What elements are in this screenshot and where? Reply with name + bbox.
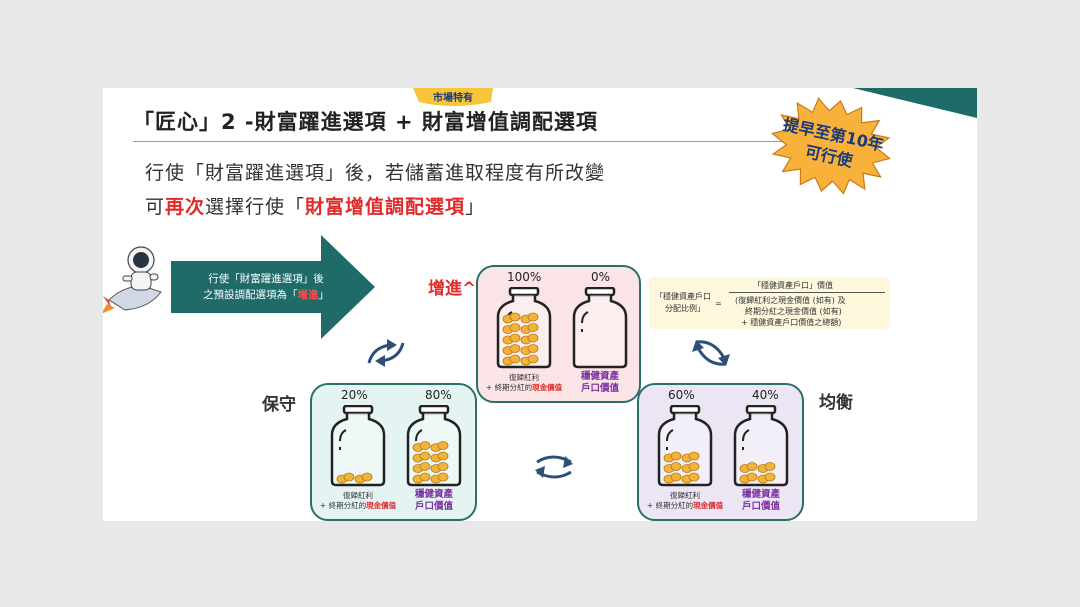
formula-numerator: 「穩健資產戶口」價值 (753, 281, 833, 290)
coin-stack-icon (354, 472, 373, 484)
option-label-balanced: 均衡 (819, 393, 853, 413)
option-label-aggressive: 增進^ (428, 279, 477, 299)
cash-value-jar (496, 287, 552, 369)
coin-stack-icon (502, 354, 521, 366)
coin-stack-icon (412, 472, 431, 484)
coin-stack-icon (502, 323, 521, 334)
caption-line-2: + 終期分紅的現金價值 (485, 383, 563, 392)
caption-line-1: 復歸紅利 (343, 491, 373, 500)
stable-asset-jar (572, 287, 628, 369)
coin-stack-icon (681, 451, 700, 463)
option-panel-conservative (310, 383, 477, 521)
caption-line-1: 復歸紅利 (670, 491, 700, 500)
coin-stack-icon (412, 462, 431, 473)
formula-denominator-line-3: + 穩健資產戶口價值之總額) (741, 318, 842, 327)
coin-stack-icon (757, 462, 776, 473)
coin-stack-icon (663, 472, 682, 484)
coin-stack-icon (430, 472, 449, 484)
default-option-arrow (171, 235, 375, 339)
coin-stack-icon (739, 472, 758, 484)
coin-stack-icon (336, 472, 355, 484)
coin-stack-icon (502, 333, 521, 345)
formula-left-line-2: 分配比例」 (665, 304, 705, 313)
caption-line-1: 復歸紅利 (509, 373, 539, 382)
stable-asset-caption: 穩健資產戶口價值 (580, 371, 619, 394)
coin-stack-icon (520, 323, 539, 334)
cycle-arrows-icon (692, 340, 730, 366)
coin-stack-icon (520, 312, 539, 324)
title-divider (133, 141, 833, 142)
allocation-ratio-formula: 「穩健資產戶口 分配比例」 = 「穩健資產戶口」價值 (復歸紅利之現金價值 (如… (649, 277, 890, 329)
caption-line-2: + 終期分紅的現金價值 (646, 501, 724, 510)
page-title: 「匠心」2 -財富躍進選項 + 財富增值調配選項 (133, 110, 598, 134)
stable-asset-jar (733, 405, 789, 487)
cash-value-jar (657, 405, 713, 487)
astronaut-rocket-illustration (103, 246, 162, 314)
arrow-caption: 行使「財富躍進選項」後 之預設調配選項為「增進」 (181, 271, 351, 303)
arrow-caption-line-1: 行使「財富躍進選項」後 (208, 273, 324, 285)
subtitle-line-1: 行使「財富躍進選項」後，若儲蓄進取程度有所改變 (145, 162, 606, 184)
coin-stack-icon (430, 441, 449, 452)
stable-asset-jar (406, 405, 462, 487)
coin-stack-icon (502, 312, 521, 324)
coin-stack-icon (663, 462, 682, 473)
option-panel-balanced (637, 383, 804, 521)
formula-denominator-line-1: (復歸紅利之現金價值 (如有) 及 (735, 296, 846, 305)
subtitle-line-2: 可再次選擇行使「財富增值調配選項」 (145, 196, 486, 218)
coin-stack-icon (663, 451, 682, 463)
coin-stack-icon (520, 344, 539, 355)
coin-stack-icon (412, 441, 431, 452)
corner-band-decoration (853, 88, 977, 118)
coin-stack-icon (430, 451, 449, 463)
coin-stack-icon (681, 472, 700, 484)
cycle-arrows-icon (535, 455, 573, 479)
option-label-conservative: 保守 (262, 395, 296, 415)
cycle-arrows-icon (367, 339, 405, 367)
formula-denominator-line-2: 終期分紅之現金價值 (如有) (745, 307, 842, 316)
jar-percentage-right: 0% (591, 270, 611, 284)
coin-stack-icon (520, 333, 539, 345)
coin-stack-icon (520, 354, 539, 366)
stable-asset-caption: 穩健資產戶口價值 (414, 489, 453, 512)
coin-stack-icon (412, 451, 431, 463)
formula-equals: = (715, 299, 722, 308)
jar-percentage-left: 60% (668, 388, 695, 402)
stable-asset-caption: 穩健資產戶口價值 (741, 489, 780, 512)
coin-stack-icon (757, 472, 776, 484)
jar-percentage-left: 100% (507, 270, 542, 284)
caption-line-2: + 終期分紅的現金價值 (319, 501, 397, 510)
cash-value-jar (330, 405, 386, 487)
market-badge-text: 市場特有 (433, 93, 473, 104)
coin-stack-icon (739, 462, 758, 473)
coin-stack-icon (430, 462, 449, 473)
formula-fraction-bar (729, 292, 885, 293)
coin-stack-icon (681, 462, 700, 473)
market-badge-shape (413, 88, 493, 106)
jar-percentage-right: 40% (752, 388, 779, 402)
jar-percentage-right: 80% (425, 388, 452, 402)
formula-left-line-1: 「穩健資產戶口 (655, 292, 711, 301)
cash-value-caption: 復歸紅利+ 終期分紅的現金價值 (316, 491, 400, 511)
jar-percentage-left: 20% (341, 388, 368, 402)
cash-value-caption: 復歸紅利+ 終期分紅的現金價值 (643, 491, 727, 511)
coin-stack-icon (502, 344, 521, 355)
arrow-caption-line-2: 之預設調配選項為「增進」 (203, 289, 329, 301)
starburst-badge: 提早至第10年 可行使 (770, 97, 892, 195)
cash-value-caption: 復歸紅利+ 終期分紅的現金價值 (482, 373, 566, 393)
slide: 市場特有 「匠心」2 -財富躍進選項 + 財富增值調配選項 行使「財富躍進選項」… (103, 88, 977, 521)
